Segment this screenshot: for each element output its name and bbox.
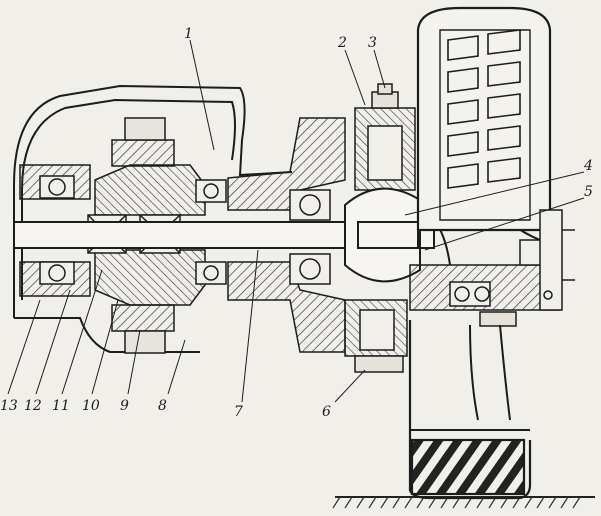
callout-5: 5 (584, 184, 593, 200)
callout-6: 6 (322, 404, 331, 420)
callout-11: 11 (52, 398, 70, 414)
hub-casting (227, 117, 346, 353)
left-bearings (39, 175, 227, 285)
callout-13: 13 (0, 398, 18, 414)
callout-9: 9 (120, 398, 129, 414)
callout-4: 4 (583, 158, 593, 174)
callout-10: 10 (82, 398, 100, 414)
callout-3: 3 (368, 35, 377, 51)
king-pin-assembly (344, 83, 416, 373)
tire (408, 6, 552, 500)
wheel-hub (409, 239, 561, 327)
callout-7: 7 (234, 404, 243, 420)
callout-1: 1 (184, 26, 193, 42)
wheel-flange (539, 209, 575, 311)
callout-12: 12 (24, 398, 42, 414)
callout-2: 2 (337, 35, 347, 51)
callout-leaders (7, 39, 585, 403)
callout-8: 8 (158, 398, 167, 414)
callout-labels: 1 2 3 4 5 6 7 8 9 10 11 12 13 (0, 26, 593, 420)
universal-joint (344, 187, 421, 283)
